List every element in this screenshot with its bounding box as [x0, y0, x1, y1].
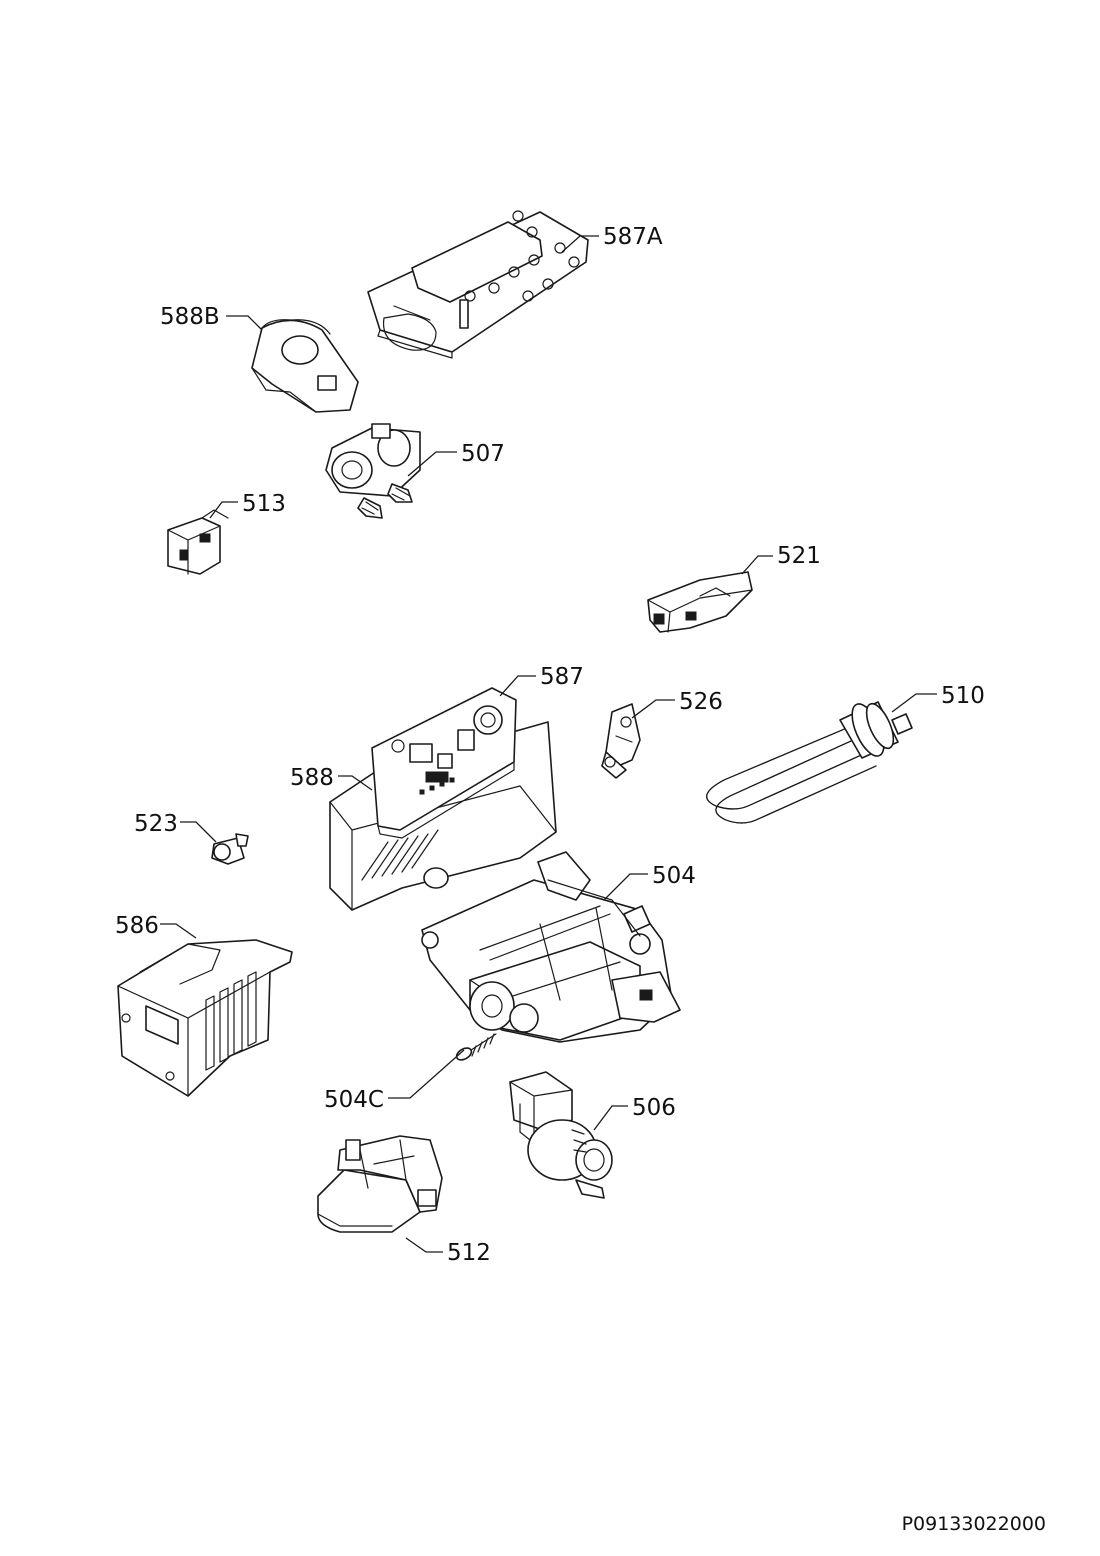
leader-lines	[160, 235, 937, 1253]
label-512: 512	[447, 1240, 491, 1266]
label-588: 588	[290, 765, 334, 791]
part-526-drawing	[601, 703, 641, 779]
drawing-number: P09133022000	[902, 1513, 1046, 1535]
part-523-drawing	[211, 833, 249, 865]
part-504C-drawing	[455, 1033, 497, 1061]
leader-506	[593, 1105, 628, 1131]
leader-504	[603, 873, 648, 901]
part-587-588-drawing	[329, 687, 557, 911]
part-507-drawing	[325, 423, 421, 519]
leader-586	[160, 923, 197, 939]
leader-510	[891, 693, 937, 713]
leader-587	[499, 675, 536, 697]
label-507: 507	[461, 441, 505, 467]
leader-507	[407, 451, 457, 477]
leader-588B	[226, 315, 263, 331]
part-512-drawing	[317, 1135, 443, 1233]
label-504C: 504C	[324, 1087, 384, 1113]
part-521-drawing	[647, 571, 753, 633]
part-587A-drawing	[367, 210, 589, 359]
label-586: 586	[115, 913, 159, 939]
label-587A: 587A	[603, 224, 663, 250]
part-586-drawing	[117, 939, 293, 1097]
leader-523	[180, 821, 217, 843]
leader-587A	[561, 235, 599, 253]
leader-588	[338, 775, 373, 791]
part-513-drawing	[167, 509, 229, 575]
leader-513	[209, 501, 238, 519]
label-526: 526	[679, 689, 723, 715]
label-587: 587	[540, 664, 584, 690]
label-513: 513	[242, 491, 286, 517]
part-510-drawing	[706, 701, 913, 824]
label-510: 510	[941, 683, 985, 709]
part-506-drawing	[509, 1071, 613, 1199]
leader-526	[631, 699, 675, 719]
leader-521	[741, 555, 773, 575]
leader-512	[405, 1237, 443, 1253]
part-588B-drawing	[251, 319, 359, 413]
label-506: 506	[632, 1095, 676, 1121]
label-588B: 588B	[160, 304, 220, 330]
leader-504C	[388, 1049, 465, 1099]
label-521: 521	[777, 543, 821, 569]
part-504-drawing	[421, 851, 681, 1043]
label-504: 504	[652, 863, 696, 889]
part-labels: 587A 588B 507 513 521 587 526 510 588 52…	[115, 224, 985, 1266]
label-523: 523	[134, 811, 178, 837]
